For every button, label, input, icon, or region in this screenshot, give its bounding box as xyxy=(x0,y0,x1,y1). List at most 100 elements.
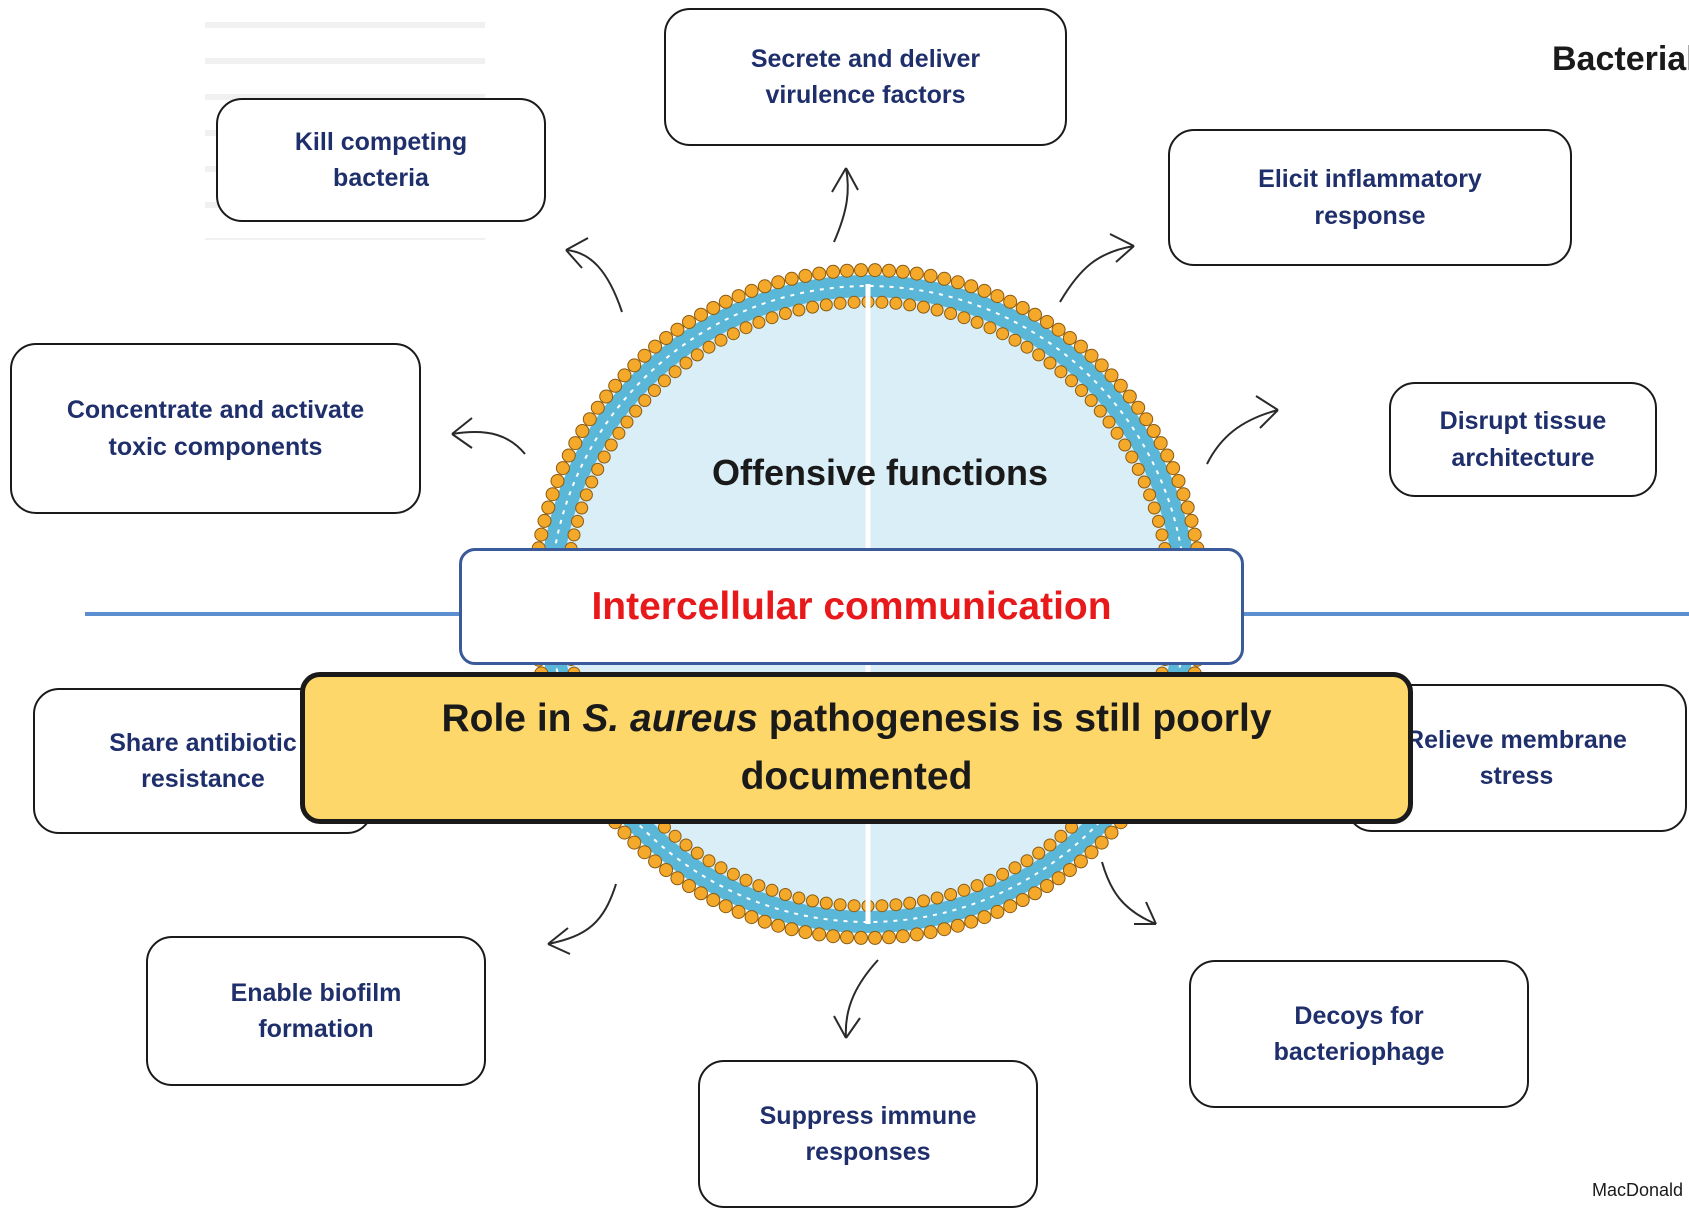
outer-lipid-head xyxy=(648,339,663,354)
inner-lipid-head xyxy=(996,867,1010,881)
inner-lipid-head xyxy=(571,514,584,528)
outer-lipid-head xyxy=(950,275,965,290)
pathogenesis-callout: Role in S. aureus pathogenesis is still … xyxy=(300,672,1413,824)
outer-lipid-head xyxy=(627,835,642,850)
inner-lipid-head xyxy=(1043,838,1057,852)
outer-lipid-head xyxy=(812,266,827,281)
arrow-secrete xyxy=(831,167,859,243)
outer-lipid-head xyxy=(706,893,721,907)
arrow-suppress xyxy=(833,959,879,1039)
outer-lipid-head xyxy=(568,436,583,451)
outer-lipid-head xyxy=(1171,474,1186,488)
inner-lipid-head xyxy=(806,894,819,908)
inner-lipid-head xyxy=(1125,450,1139,464)
inner-lipid-head xyxy=(702,854,716,868)
outer-lipid-head xyxy=(1113,378,1128,393)
inner-lipid-head xyxy=(1008,333,1022,347)
outer-lipid-head xyxy=(854,930,868,945)
outer-lipid-head xyxy=(990,904,1005,919)
outer-lipid-head xyxy=(757,914,772,929)
outer-lipid-head xyxy=(617,368,632,383)
inner-lipid-head xyxy=(620,415,634,429)
inner-lipid-head xyxy=(1020,340,1034,354)
outer-lipid-head xyxy=(771,275,786,290)
inner-lipid-head xyxy=(629,404,643,418)
outer-lipid-head xyxy=(909,927,924,942)
outer-lipid-head xyxy=(541,500,556,515)
outer-lipid-head xyxy=(812,927,827,942)
outer-lipid-head xyxy=(977,283,992,298)
function-box-secrete: Secrete and deliver virulence factors xyxy=(664,8,1067,146)
outer-lipid-head xyxy=(1153,436,1168,451)
outer-lipid-head xyxy=(537,513,552,528)
function-box-decoys: Decoys for bacteriophage xyxy=(1189,960,1529,1108)
outer-lipid-head xyxy=(882,263,896,278)
inner-lipid-head xyxy=(903,298,917,312)
inner-lipid-head xyxy=(847,295,861,309)
inner-lipid-head xyxy=(957,883,971,897)
inner-lipid-head xyxy=(585,475,599,489)
inner-lipid-head xyxy=(889,296,903,310)
inner-lipid-head xyxy=(917,894,930,908)
outer-lipid-head xyxy=(731,904,746,919)
page-title: Bacterial EV xyxy=(1552,40,1689,78)
outer-lipid-head xyxy=(1184,513,1199,528)
inner-lipid-head xyxy=(765,883,779,897)
outer-lipid-head xyxy=(682,315,696,329)
outer-lipid-head xyxy=(964,914,979,929)
outer-lipid-head xyxy=(1104,368,1119,383)
outer-lipid-head xyxy=(1122,389,1137,404)
inner-lipid-head xyxy=(1075,384,1088,397)
inner-lipid-head xyxy=(597,450,611,464)
inner-lipid-head xyxy=(658,374,671,388)
outer-lipid-head xyxy=(694,307,708,322)
inner-lipid-head xyxy=(1032,846,1046,860)
outer-lipid-head xyxy=(582,412,597,427)
outer-lipid-head xyxy=(895,929,910,944)
callout-line-2: documented xyxy=(740,755,973,798)
outer-lipid-head xyxy=(659,331,674,345)
inner-lipid-head xyxy=(1110,426,1124,440)
outer-lipid-head xyxy=(731,289,746,304)
outer-lipid-head xyxy=(744,910,759,925)
callout-text-part1: Role in xyxy=(441,696,583,740)
inner-lipid-head xyxy=(819,298,833,312)
arrow-kill xyxy=(565,237,623,313)
inner-lipid-head xyxy=(944,888,958,901)
inner-lipid-head xyxy=(889,898,903,912)
inner-lipid-head xyxy=(591,462,605,476)
inner-lipid-head xyxy=(778,888,792,901)
outer-lipid-head xyxy=(561,448,576,463)
outer-lipid-head xyxy=(868,930,882,945)
inner-lipid-head xyxy=(778,307,792,320)
outer-lipid-head xyxy=(771,918,786,933)
inner-lipid-head xyxy=(983,321,997,335)
inner-lipid-head xyxy=(1065,374,1078,388)
inner-lipid-head xyxy=(648,384,661,397)
inner-lipid-head xyxy=(579,488,593,502)
outer-lipid-head xyxy=(545,487,560,502)
inner-lipid-head xyxy=(752,315,766,329)
outer-lipid-head xyxy=(575,424,590,438)
outer-lipid-head xyxy=(627,358,642,373)
outer-lipid-head xyxy=(1051,322,1066,337)
outer-lipid-head xyxy=(840,930,854,945)
inner-lipid-head xyxy=(983,873,997,887)
outer-lipid-head xyxy=(1062,863,1077,877)
outer-lipid-head xyxy=(937,922,952,937)
outer-lipid-head xyxy=(1003,899,1018,914)
inner-lipid-head xyxy=(668,365,682,379)
callout-species: S. aureus xyxy=(582,696,758,740)
outer-lipid-head xyxy=(718,294,733,309)
outer-lipid-head xyxy=(1062,331,1077,345)
outer-lipid-head xyxy=(1015,893,1030,907)
outer-lipid-head xyxy=(1176,487,1191,502)
inner-lipid-head xyxy=(1043,356,1057,370)
inner-lipid-head xyxy=(1118,438,1132,452)
inner-lipid-head xyxy=(726,867,740,881)
inner-lipid-head xyxy=(792,303,806,317)
outer-lipid-head xyxy=(826,264,841,279)
outer-lipid-head xyxy=(964,279,979,294)
inner-lipid-head xyxy=(930,891,944,905)
